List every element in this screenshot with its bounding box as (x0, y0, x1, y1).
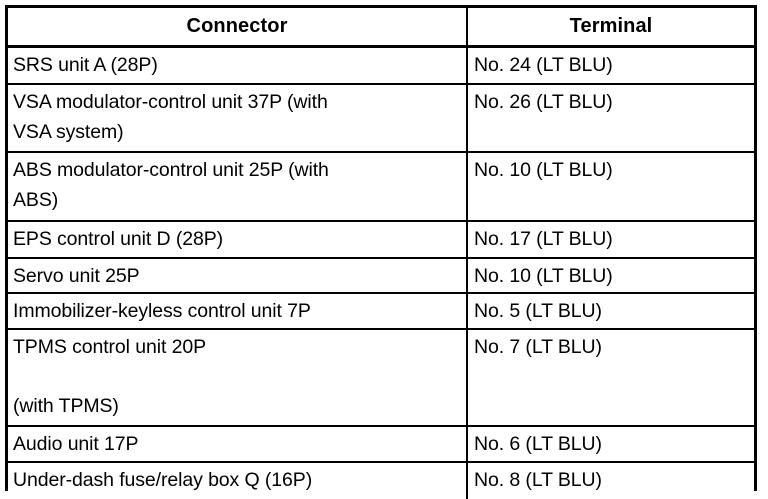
table-row: Servo unit 25P No. 10 (LT BLU) (8, 257, 754, 293)
cell-connector-text: VSA modulator-control unit 37P (with VSA… (13, 91, 328, 143)
cell-terminal-text: No. 17 (LT BLU) (474, 228, 613, 250)
cell-terminal-text: No. 8 (LT BLU) (474, 469, 602, 491)
table-header-row: Connector Terminal (8, 8, 754, 48)
cell-terminal: No. 26 (LT BLU) (467, 83, 754, 152)
column-header-connector-label: Connector (186, 15, 288, 38)
cell-connector: Audio unit 17P (8, 425, 468, 462)
cell-connector: Immobilizer-keyless control unit 7P (8, 292, 468, 329)
cell-terminal: No. 10 (LT BLU) (467, 257, 754, 293)
table-row: ABS modulator-control unit 25P (with ABS… (8, 151, 754, 221)
cell-terminal-text: No. 26 (LT BLU) (474, 91, 613, 113)
column-header-connector: Connector (8, 8, 468, 48)
cell-connector: SRS unit A (28P) (8, 46, 468, 84)
column-header-terminal: Terminal (467, 8, 754, 48)
table-row: TPMS control unit 20P (with TPMS) No. 7 … (8, 328, 754, 426)
cell-connector: EPS control unit D (28P) (8, 220, 468, 258)
cell-terminal-text: No. 7 (LT BLU) (474, 336, 602, 358)
table-header: Connector Terminal (8, 8, 754, 48)
cell-terminal: No. 7 (LT BLU) (467, 328, 754, 426)
cell-terminal: No. 17 (LT BLU) (467, 220, 754, 258)
cell-terminal: No. 5 (LT BLU) (467, 292, 754, 329)
cell-connector: VSA modulator-control unit 37P (with VSA… (8, 83, 468, 152)
cell-connector-text: EPS control unit D (28P) (13, 228, 224, 250)
cell-connector-text: Audio unit 17P (13, 433, 139, 455)
cell-connector-text: ABS modulator-control unit 25P (with ABS… (13, 159, 329, 211)
cell-connector: TPMS control unit 20P (with TPMS) (8, 328, 468, 426)
table-row: EPS control unit D (28P) No. 17 (LT BLU) (8, 220, 754, 258)
cell-connector-text: TPMS control unit 20P (with TPMS) (13, 336, 206, 418)
table-row: Immobilizer-keyless control unit 7P No. … (8, 292, 754, 329)
cell-connector-text: SRS unit A (28P) (13, 53, 158, 76)
cell-connector: Under-dash fuse/relay box Q (16P) (8, 461, 468, 499)
cell-connector-text: Servo unit 25P (13, 265, 140, 287)
cell-terminal-text: No. 5 (LT BLU) (474, 300, 602, 322)
cell-terminal-text: No. 10 (LT BLU) (474, 265, 613, 287)
table-row: VSA modulator-control unit 37P (with VSA… (8, 83, 754, 152)
spec-table-container: Connector Terminal SRS unit A (28P) No. … (5, 5, 757, 499)
cell-connector: ABS modulator-control unit 25P (with ABS… (8, 151, 468, 221)
cell-connector-text: Immobilizer-keyless control unit 7P (13, 300, 311, 322)
cell-terminal: No. 8 (LT BLU) (467, 461, 754, 499)
cell-terminal: No. 10 (LT BLU) (467, 151, 754, 221)
table-row: SRS unit A (28P) No. 24 (LT BLU) (8, 46, 754, 84)
cell-terminal: No. 24 (LT BLU) (467, 46, 754, 84)
table-row: Audio unit 17P No. 6 (LT BLU) (8, 425, 754, 462)
cell-terminal-text: No. 6 (LT BLU) (474, 433, 602, 455)
cell-terminal: No. 6 (LT BLU) (467, 425, 754, 462)
table-row: Under-dash fuse/relay box Q (16P) No. 8 … (8, 461, 754, 499)
connector-terminal-table: Connector Terminal SRS unit A (28P) No. … (8, 8, 754, 499)
cell-terminal-text: No. 10 (LT BLU) (474, 159, 613, 181)
column-header-terminal-label: Terminal (569, 15, 653, 38)
cell-connector-text: Under-dash fuse/relay box Q (16P) (13, 469, 313, 491)
cell-terminal-text: No. 24 (LT BLU) (474, 53, 613, 76)
table-body: SRS unit A (28P) No. 24 (LT BLU) VSA mod… (8, 46, 754, 499)
cell-connector: Servo unit 25P (8, 257, 468, 293)
